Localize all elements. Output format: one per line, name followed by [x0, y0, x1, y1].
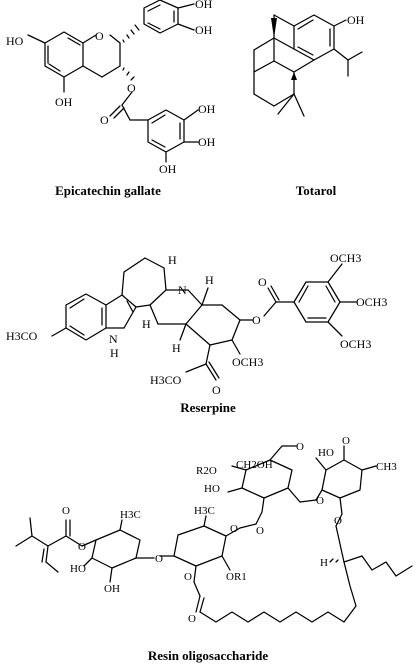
- atom-label: O: [342, 435, 350, 447]
- structure-resin-oligosaccharide: R2O CH2OH HO HO O O CH3 O O H3C O HO OH …: [15, 435, 413, 663]
- ring-indole-benzene: [65, 293, 107, 341]
- atom-label: OCH3: [330, 251, 361, 265]
- atom-label: OCH3: [356, 295, 387, 309]
- caption-epicatechin-gallate: Epicatechin gallate: [55, 183, 161, 198]
- sugar-ring-1: [91, 529, 141, 569]
- atom-label: OCH3: [232, 355, 263, 369]
- caption-resin-oligosaccharide: Resin oligosaccharide: [148, 648, 268, 663]
- atom-label: OH: [198, 102, 216, 116]
- ring-trimethoxybenzoyl: [293, 281, 341, 323]
- atom-label: H3C: [120, 509, 141, 521]
- sugar-ring-4: [321, 459, 363, 499]
- atom-label: HO: [204, 483, 220, 495]
- structure-totarol: OH Totarol: [253, 13, 365, 198]
- atom-label: OH: [198, 135, 216, 149]
- structure-reserpine: H3CO N H N H H H O O OCH3 OCH3 OCH3 H3CO…: [6, 251, 387, 415]
- atom-label: HO: [6, 34, 24, 48]
- atom-label: OR1: [226, 571, 247, 583]
- atom-label: OH: [347, 13, 365, 27]
- atom-label: H: [205, 273, 214, 287]
- atom-label: O: [258, 275, 267, 289]
- atom-label: O: [256, 525, 264, 537]
- ring-a: [44, 31, 84, 78]
- atom-label: O: [230, 523, 238, 535]
- atom-label: H3CO: [6, 329, 38, 343]
- atom-label: N: [109, 332, 118, 346]
- atom-label: H: [320, 557, 328, 569]
- atom-label: H: [142, 317, 151, 331]
- atom-label: H: [172, 341, 181, 355]
- hashed-bond: [329, 558, 339, 563]
- atom-label: H3C: [194, 505, 215, 517]
- atom-label: O: [62, 505, 70, 517]
- atom-label: CH3: [376, 461, 397, 473]
- alkyl-chain: [361, 555, 413, 577]
- structure-epicatechin-gallate: HO O OH OH OH O O OH OH OH Epicatechin g…: [6, 0, 216, 198]
- atom-label: O: [184, 571, 192, 583]
- atom-label: O: [316, 495, 324, 507]
- atom-label: O: [100, 113, 109, 127]
- ring-gallate: [147, 109, 185, 153]
- atom-label: H3CO: [150, 373, 182, 387]
- atom-label: O: [78, 541, 86, 553]
- atom-label: H: [110, 346, 119, 360]
- hashed-bond: [122, 24, 140, 43]
- atom-label: OH: [159, 162, 177, 176]
- atom-label: O: [296, 441, 304, 453]
- wedge-bond: [291, 72, 297, 80]
- atom-label: H: [168, 253, 177, 267]
- wedge-bond: [271, 18, 277, 38]
- caption-reserpine: Reserpine: [180, 400, 236, 415]
- atom-label: HO: [70, 563, 86, 575]
- atom-label: O: [127, 81, 136, 95]
- caption-totarol: Totarol: [296, 183, 337, 198]
- ring-aromatic: [293, 14, 335, 61]
- atom-label: O: [212, 383, 221, 397]
- atom-label: R2O: [196, 465, 217, 477]
- atom-label: OH: [55, 95, 73, 109]
- hashed-bond: [122, 67, 135, 81]
- macrolactone-chain: [199, 561, 357, 623]
- atom-label: N: [178, 283, 187, 297]
- atom-label: O: [95, 29, 104, 43]
- atom-label: O: [188, 613, 196, 625]
- atom-label: CH2OH: [236, 459, 273, 471]
- atom-label: OH: [104, 583, 120, 595]
- atom-label: O: [252, 313, 261, 327]
- sugar-ring-2: [173, 525, 227, 567]
- atom-label: OCH3: [340, 337, 371, 351]
- ring-b: [143, 0, 179, 34]
- atom-label: O: [334, 515, 342, 527]
- atom-label: O: [155, 553, 163, 565]
- atom-label: HO: [318, 447, 334, 459]
- atom-label: OH: [195, 23, 213, 37]
- atom-label: OH: [195, 0, 213, 11]
